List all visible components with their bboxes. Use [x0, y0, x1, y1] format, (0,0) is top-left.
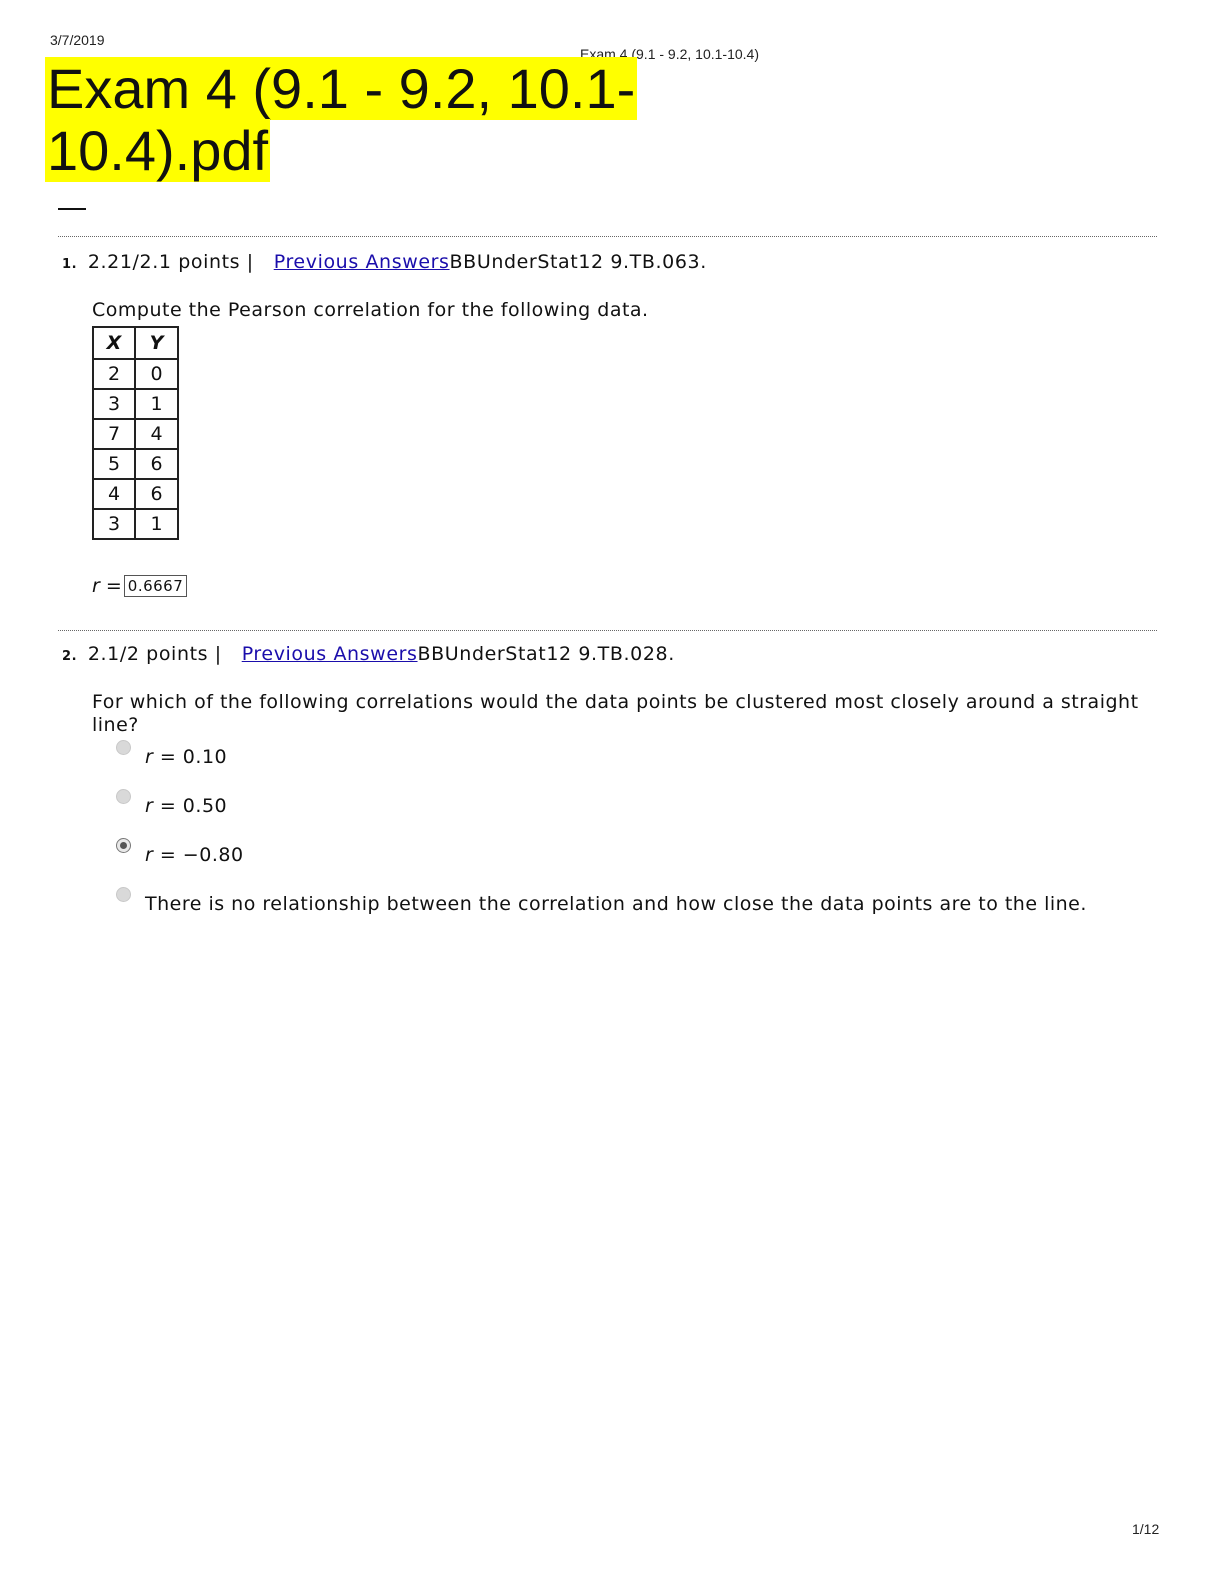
document-title: Exam 4 (9.1 - 9.2, 10.1- 10.4).pdf: [45, 57, 638, 182]
table-header-row: X Y: [92, 326, 179, 360]
column-header-y: Y: [134, 326, 179, 360]
question-source: BBUnderStat12 9.TB.063.: [449, 251, 707, 273]
question-separator: [58, 236, 1157, 237]
print-date: 3/7/2019: [50, 32, 105, 48]
column-header-x: X: [92, 326, 136, 360]
answer-equals: =: [105, 575, 122, 597]
radio-button-selected[interactable]: [116, 838, 131, 853]
table-cell: 4: [92, 478, 136, 510]
choice-option[interactable]: r = 0.50: [116, 789, 228, 817]
table-row: 2 0: [92, 358, 179, 390]
title-underline: [58, 208, 86, 210]
table-row: 4 6: [92, 478, 179, 510]
radio-button[interactable]: [116, 789, 131, 804]
table-cell: 5: [92, 448, 136, 480]
document-title-line-1: Exam 4 (9.1 - 9.2, 10.1-: [45, 57, 638, 120]
table-row: 3 1: [92, 508, 179, 540]
question-separator: [58, 630, 1157, 631]
table-cell: 2: [92, 358, 136, 390]
choice-option[interactable]: r = 0.10: [116, 740, 228, 768]
table-cell: 4: [134, 418, 179, 450]
answer-input[interactable]: 0.6667: [123, 575, 188, 597]
radio-button[interactable]: [116, 887, 131, 902]
choice-label: r = 0.10: [145, 746, 228, 768]
question-2-header: 2. 2.1/2 points | Previous AnswersBBUnde…: [62, 643, 675, 665]
table-cell: 3: [92, 508, 136, 540]
document-title-line-2: 10.4).pdf: [45, 119, 271, 182]
table-cell: 6: [134, 448, 179, 480]
question-points: 2.21/2.1 points |: [87, 251, 254, 273]
table-cell: 1: [134, 508, 179, 540]
data-table: X Y 2 0 3 1 7 4 5 6 4 6 3 1: [92, 326, 179, 540]
previous-answers-link[interactable]: Previous Answers: [273, 251, 450, 273]
radio-button[interactable]: [116, 740, 131, 755]
question-1-header: 1. 2.21/2.1 points | Previous AnswersBBU…: [62, 251, 707, 273]
table-row: 3 1: [92, 388, 179, 420]
choice-label: r = 0.50: [145, 795, 228, 817]
table-cell: 3: [92, 388, 136, 420]
choice-option[interactable]: There is no relationship between the cor…: [116, 887, 1087, 915]
previous-answers-link[interactable]: Previous Answers: [241, 643, 418, 665]
table-cell: 6: [134, 478, 179, 510]
question-number: 1.: [62, 257, 78, 272]
table-row: 5 6: [92, 448, 179, 480]
choice-label: There is no relationship between the cor…: [145, 893, 1087, 915]
table-cell: 1: [134, 388, 179, 420]
answer-row: r =0.6667: [92, 575, 188, 597]
question-source: BBUnderStat12 9.TB.028.: [417, 643, 675, 665]
table-row: 7 4: [92, 418, 179, 450]
page-number: 1/12: [1132, 1521, 1160, 1537]
choice-label: r = −0.80: [145, 844, 244, 866]
question-number: 2.: [62, 649, 78, 664]
answer-variable: r: [92, 575, 100, 597]
question-1-prompt: Compute the Pearson correlation for the …: [92, 299, 649, 321]
question-points: 2.1/2 points |: [87, 643, 222, 665]
choice-option[interactable]: r = −0.80: [116, 838, 244, 866]
question-2-prompt: For which of the following correlations …: [92, 691, 1139, 736]
table-cell: 7: [92, 418, 136, 450]
table-cell: 0: [134, 358, 179, 390]
